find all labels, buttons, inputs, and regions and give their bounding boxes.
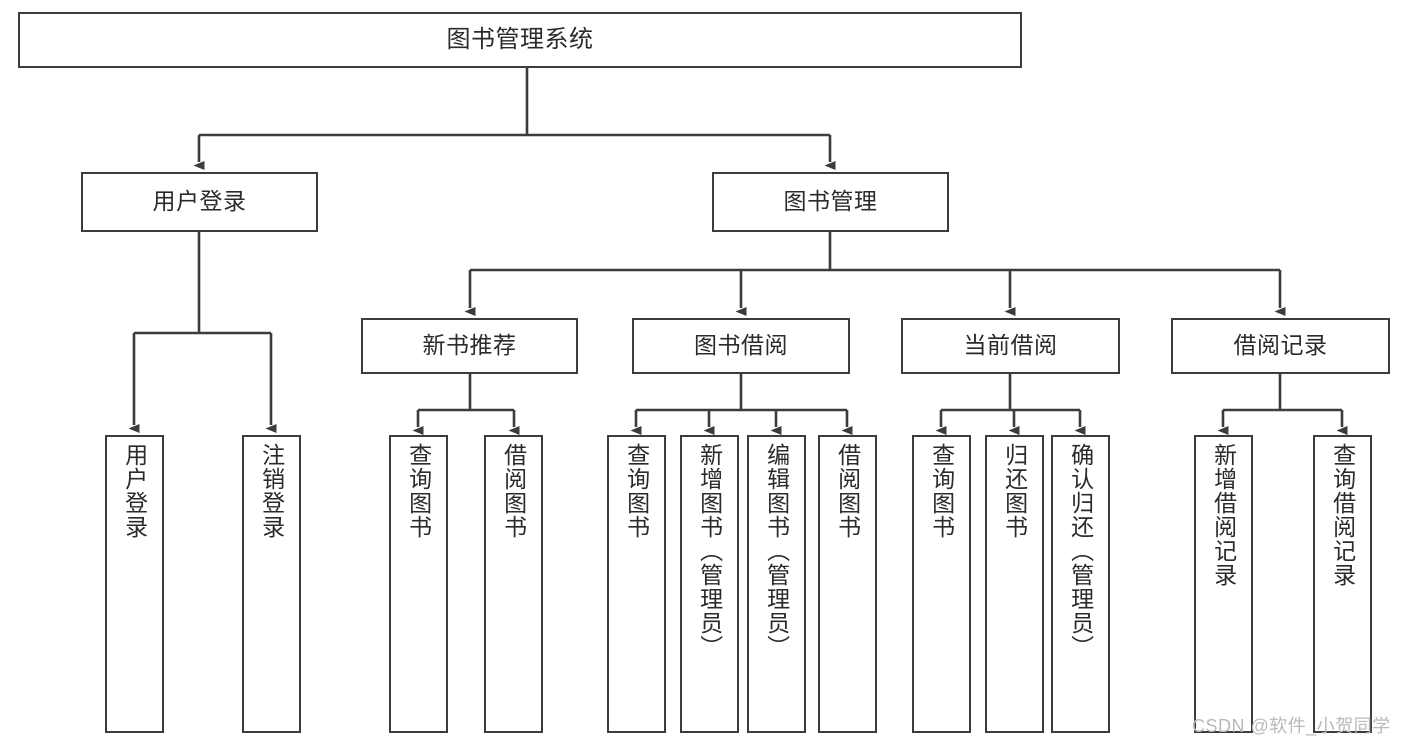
node-leaf-query-book-rec[interactable]: 查询图书 [389, 435, 448, 733]
node-borrow-record[interactable]: 借阅记录 [1171, 318, 1390, 374]
node-root-label: 图书管理系统 [446, 25, 594, 53]
node-leaf-add-book-admin[interactable]: 新增图书（管理员） [680, 435, 739, 733]
node-leaf-query-book-rec-label: 查询图书 [405, 443, 432, 539]
node-current-borrow[interactable]: 当前借阅 [901, 318, 1120, 374]
node-book-borrow[interactable]: 图书借阅 [632, 318, 850, 374]
node-leaf-add-borrow-record-label: 新增借阅记录 [1210, 443, 1237, 587]
edge-group-user-login [128, 232, 277, 433]
node-leaf-borrow-book[interactable]: 借阅图书 [818, 435, 877, 733]
node-book-borrow-label: 图书借阅 [694, 332, 788, 359]
node-leaf-user-logout-label: 注销登录 [258, 443, 285, 539]
node-user-login-label: 用户登录 [152, 188, 247, 215]
node-leaf-query-borrow-record-label: 查询借阅记录 [1329, 443, 1356, 587]
node-book-management[interactable]: 图书管理 [712, 172, 949, 232]
edge-group-book-borrow [630, 374, 853, 435]
node-leaf-edit-book-admin[interactable]: 编辑图书（管理员） [747, 435, 806, 733]
node-leaf-return-book[interactable]: 归还图书 [985, 435, 1044, 733]
node-user-login[interactable]: 用户登录 [81, 172, 318, 232]
node-book-management-label: 图书管理 [783, 188, 878, 215]
node-leaf-borrow-book-rec[interactable]: 借阅图书 [484, 435, 543, 733]
node-leaf-confirm-return-admin[interactable]: 确认归还（管理员） [1051, 435, 1110, 733]
node-leaf-user-login-label: 用户登录 [121, 443, 148, 539]
edge-group-current-borrow [935, 374, 1086, 435]
node-leaf-edit-book-admin-label: 编辑图书（管理员） [763, 443, 790, 659]
node-borrow-record-label: 借阅记录 [1233, 332, 1328, 359]
node-leaf-borrow-book-rec-label: 借阅图书 [500, 443, 527, 539]
edge-group-new-book-recommend [412, 374, 520, 435]
node-leaf-query-book-current[interactable]: 查询图书 [912, 435, 971, 733]
node-root[interactable]: 图书管理系统 [18, 12, 1022, 68]
node-leaf-query-book-current-label: 查询图书 [928, 443, 955, 539]
csdn-watermark: CSDN @软件_小贺同学 [1192, 716, 1391, 736]
node-current-borrow-label: 当前借阅 [963, 332, 1058, 359]
edge-group-root [193, 68, 836, 170]
node-leaf-add-borrow-record[interactable]: 新增借阅记录 [1194, 435, 1253, 733]
node-leaf-query-book-borrow[interactable]: 查询图书 [607, 435, 666, 733]
node-leaf-user-logout[interactable]: 注销登录 [242, 435, 301, 733]
node-leaf-confirm-return-admin-label: 确认归还（管理员） [1067, 443, 1094, 659]
edge-group-book-management [464, 232, 1286, 316]
node-leaf-borrow-book-label: 借阅图书 [834, 443, 861, 539]
node-new-book-recommend-label: 新书推荐 [422, 332, 517, 359]
node-new-book-recommend[interactable]: 新书推荐 [361, 318, 578, 374]
node-leaf-user-login[interactable]: 用户登录 [105, 435, 164, 733]
node-leaf-add-book-admin-label: 新增图书（管理员） [696, 443, 723, 659]
node-leaf-return-book-label: 归还图书 [1001, 443, 1028, 539]
node-leaf-query-borrow-record[interactable]: 查询借阅记录 [1313, 435, 1372, 733]
node-leaf-query-book-borrow-label: 查询图书 [623, 443, 650, 539]
edge-group-borrow-record [1217, 374, 1348, 435]
